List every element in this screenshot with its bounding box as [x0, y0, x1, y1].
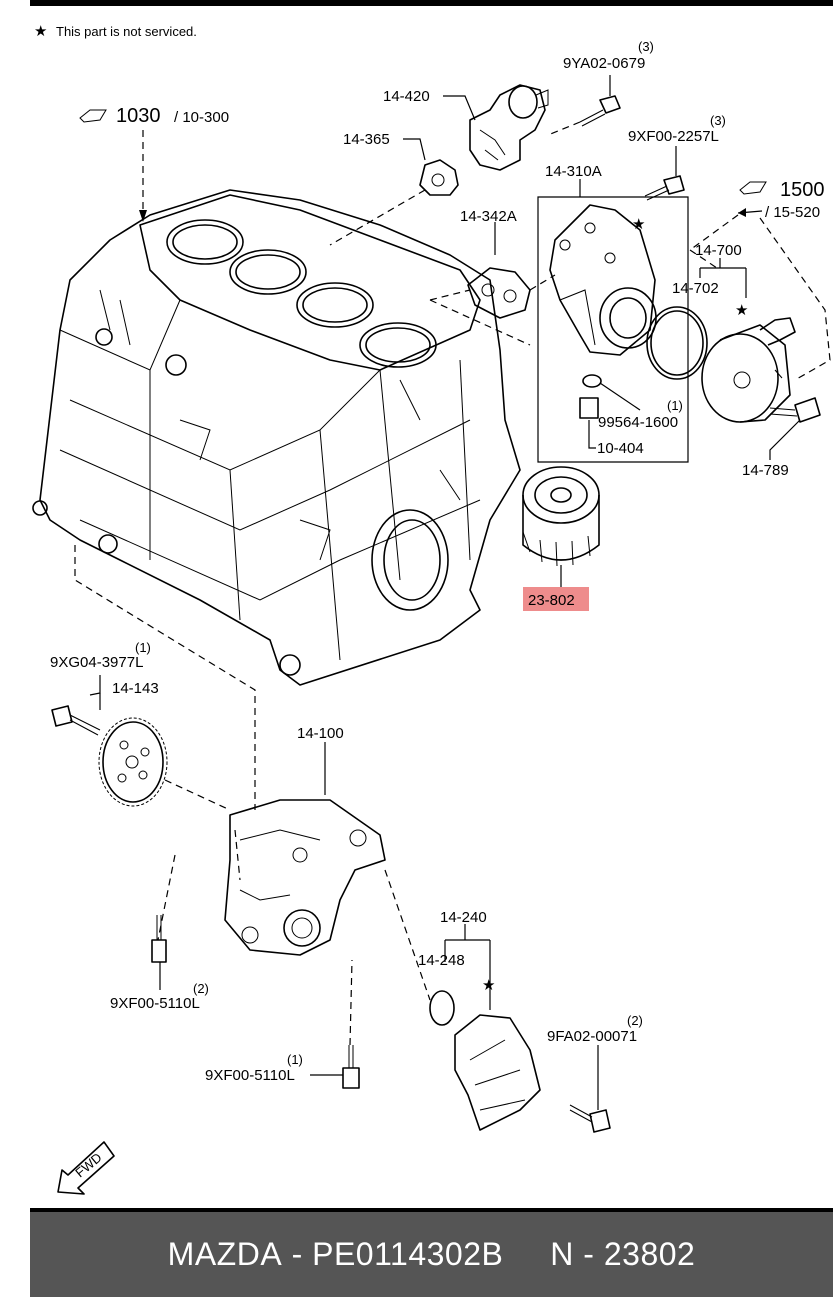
gasket-14-342a[interactable] — [467, 267, 531, 319]
qty-9xf00-5110l-a: (2) — [193, 981, 209, 996]
bolt-9xg04-3977l[interactable] — [51, 705, 101, 736]
ref-1500-main: 1500 — [780, 179, 825, 201]
bolt-9xf00-2257l[interactable] — [644, 175, 685, 201]
qty-99564-1600: (1) — [667, 398, 683, 413]
label-9fa02-00071: 9FA02-00071 — [547, 1028, 637, 1045]
highlight-23-802 — [523, 587, 589, 611]
oil-strainer-14-240[interactable] — [454, 1014, 541, 1131]
bolt-9xf00-5110l-b[interactable] — [342, 1045, 360, 1089]
footer-separator-1: - — [282, 1236, 313, 1272]
oil-filter-body-14-310a[interactable] — [549, 204, 657, 356]
ref-1500[interactable]: 1500 / 15-520 — [739, 179, 825, 221]
oil-cooler-14-700[interactable] — [701, 317, 796, 423]
o-ring-99564-1600[interactable] — [582, 374, 602, 388]
label-9xf00-2257l: 9XF00-2257L — [628, 128, 719, 145]
qty-9xf00-2257l: (3) — [710, 113, 726, 128]
plug-10-404[interactable] — [579, 397, 599, 419]
gasket-14-365[interactable] — [419, 159, 459, 196]
bolt-9xf00-5110l-a[interactable] — [151, 915, 167, 963]
reference-arrow-icon-2 — [739, 181, 767, 195]
label-14-702: 14-702 — [672, 280, 719, 297]
bolt-14-789[interactable] — [769, 397, 821, 423]
reference-arrow-icon — [79, 109, 107, 123]
label-9xf00-5110l-b: 9XF00-5110L — [205, 1067, 295, 1084]
footer-part-number: PE0114302B — [312, 1236, 504, 1272]
o-ring-14-248[interactable] — [429, 990, 455, 1026]
footer-brand: MAZDA — [167, 1236, 283, 1272]
label-14-310a: 14-310A — [545, 163, 602, 180]
label-99564-1600: 99564-1600 — [598, 414, 678, 431]
bolt-9fa02-00071[interactable] — [569, 1104, 611, 1133]
label-14-240: 14-240 — [440, 909, 487, 926]
cylinder-block — [32, 189, 521, 686]
ref-1030-sub: / 10-300 — [174, 109, 229, 126]
top-border — [30, 0, 833, 6]
forward-direction-icon: FWD — [57, 1141, 115, 1195]
qty-9fa02-00071: (2) — [627, 1013, 643, 1028]
footer-bar: MAZDA - PE0114302B N - 23802 — [30, 1212, 833, 1297]
qty-9xf00-5110l-b: (1) — [287, 1052, 303, 1067]
oil-control-valve[interactable] — [469, 84, 549, 171]
label-14-700: 14-700 — [695, 242, 742, 259]
ref-1030[interactable]: 1030 / 10-300 — [79, 105, 229, 127]
label-14-789: 14-789 — [742, 462, 789, 479]
footer-separator-2: - — [573, 1236, 604, 1272]
group-box-14-310a — [537, 196, 689, 463]
label-14-143: 14-143 — [112, 680, 159, 697]
footer-callout-prefix: N — [550, 1236, 574, 1272]
label-10-404: 10-404 — [597, 440, 644, 457]
star-14-240-icon: ★ — [482, 977, 495, 994]
o-ring-14-702[interactable] — [646, 306, 708, 380]
qty-9xg04-3977l: (1) — [135, 640, 151, 655]
label-14-420: 14-420 — [383, 88, 430, 105]
oil-filter-23-802[interactable] — [522, 466, 600, 567]
star-14-310a-icon: ★ — [632, 216, 645, 233]
star-14-700-icon: ★ — [735, 302, 748, 319]
fwd-label: FWD — [72, 1150, 104, 1181]
footer-gap — [503, 1236, 550, 1273]
ref-1500-sub: / 15-520 — [765, 204, 820, 221]
label-14-342a: 14-342A — [460, 208, 517, 225]
oil-pump-sprocket-14-143[interactable] — [98, 717, 168, 807]
ref-1030-main: 1030 — [116, 105, 161, 127]
exploded-parts-diagram: ★ This part is not serviced. — [32, 23, 831, 1195]
label-14-100: 14-100 — [297, 725, 344, 742]
bolt-9ya02-0679[interactable] — [579, 95, 621, 127]
label-9ya02-0679: 9YA02-0679 — [563, 55, 645, 72]
footer-callout-number: 23802 — [603, 1236, 696, 1272]
qty-9ya02-0679: (3) — [638, 39, 654, 54]
footer-rule — [30, 1208, 833, 1212]
not-serviced-star-icon: ★ — [34, 23, 47, 40]
oil-pump-14-100[interactable] — [224, 799, 386, 956]
label-9xf00-5110l-a: 9XF00-5110L — [110, 995, 200, 1012]
label-14-365: 14-365 — [343, 131, 390, 148]
label-9xg04-3977l: 9XG04-3977L — [50, 654, 143, 671]
label-23-802[interactable]: 23-802 — [528, 592, 575, 609]
not-serviced-note: This part is not serviced. — [56, 24, 197, 39]
label-14-248: 14-248 — [418, 952, 465, 969]
